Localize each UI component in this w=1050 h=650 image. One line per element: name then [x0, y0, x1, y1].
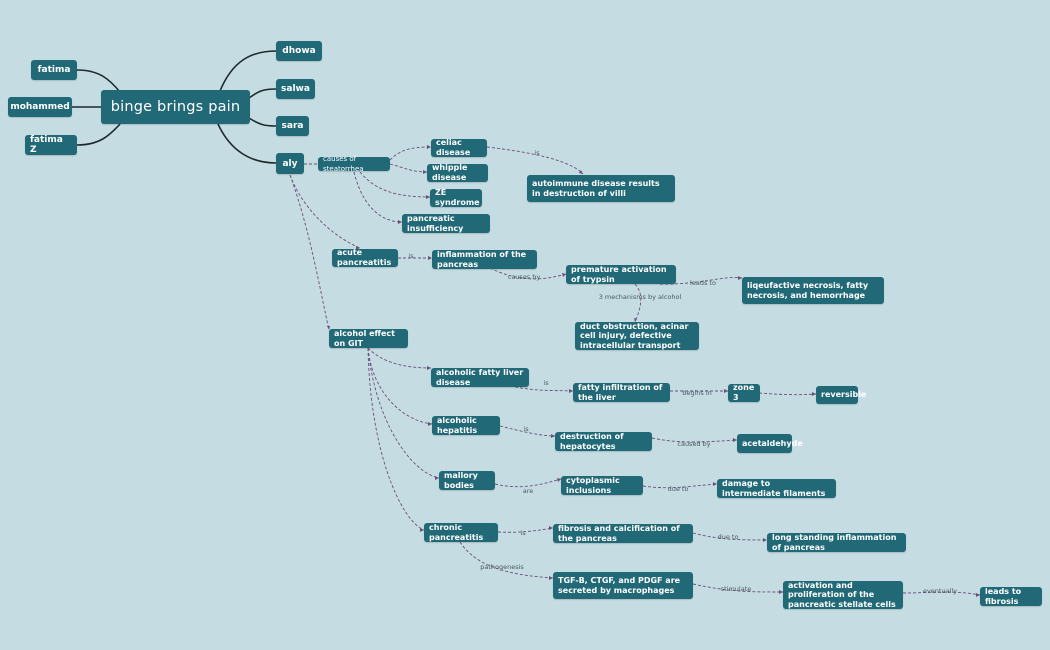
node-fatty-liver[interactable]: alcoholic fatty liver disease: [431, 368, 529, 387]
node-leads-to-fibrosis[interactable]: leads to fibrosis: [980, 587, 1042, 606]
edge-label-caused-by: caused by: [677, 440, 711, 448]
node-fatty-infiltration[interactable]: fatty infiltration of the liver: [573, 383, 670, 402]
node-damage-filaments[interactable]: damage to intermediate filaments: [717, 479, 836, 498]
node-necrosis[interactable]: liqeufactive necrosis, fatty necrosis, a…: [742, 277, 884, 304]
node-autoimmune[interactable]: autoimmune disease results in destructio…: [527, 175, 675, 202]
topic-sara[interactable]: sara: [276, 116, 309, 136]
edge-label-due-to: due to: [717, 533, 739, 541]
edge-label-is: is: [408, 252, 414, 260]
connector-salwa: [248, 88, 277, 99]
node-destruction-hepatocytes[interactable]: destruction of hepatocytes: [555, 432, 652, 451]
topic-dhowa[interactable]: dhowa: [276, 41, 322, 61]
topic-aly[interactable]: aly: [276, 153, 304, 174]
edge-label-begins-in: begins in: [682, 389, 712, 397]
node-long-standing-inflammation[interactable]: long standing inflammation of pancreas: [767, 533, 906, 552]
node-whipple-disease[interactable]: whipple disease: [427, 163, 488, 182]
topic-mohammed[interactable]: mohammed: [8, 97, 72, 117]
node-premature-activation[interactable]: premature activation of trypsin: [566, 265, 676, 284]
node-zone-3[interactable]: zone 3: [728, 383, 760, 402]
node-reversible[interactable]: reversible: [816, 386, 866, 404]
node-duct-obstruction[interactable]: duct obstruction, acinar cell injury, de…: [575, 322, 699, 350]
edge-label-is: is: [534, 149, 540, 157]
edge-label-due-to: due to: [667, 485, 689, 493]
node-alcoholic-hepatitis[interactable]: alcoholic hepatitis: [432, 416, 500, 435]
edge-label-are: are: [522, 487, 534, 495]
connector-dhowa: [219, 50, 277, 92]
topic-salwa[interactable]: salwa: [276, 79, 315, 99]
node-pancreatic-insufficiency[interactable]: pancreatic insufficiency: [402, 214, 490, 233]
node-acute-pancreatitis[interactable]: acute pancreatitis: [332, 248, 398, 267]
node-tgf-ctgf-pdgf[interactable]: TGF-B, CTGF, and PDGF are secreted by ma…: [553, 572, 693, 599]
edge-label-causes-by: causes by: [507, 273, 541, 281]
topic-fatima-z[interactable]: fatima Z: [25, 135, 77, 155]
node-inflammation-pancreas[interactable]: inflammation of the pancreas: [432, 250, 537, 269]
edge-label-mechanisms: 3 mechanisms by alcohol: [598, 293, 682, 301]
node-alcohol-effect[interactable]: alcohol effect on GIT: [329, 329, 408, 348]
connector-fatima-z: [76, 123, 121, 146]
node-cytoplasmic-inclusions[interactable]: cytoplasmic inclusions: [561, 476, 643, 495]
edge-label-is: is: [520, 529, 526, 537]
node-ze-syndrome[interactable]: ZE syndrome: [430, 188, 482, 207]
node-stellate-activation[interactable]: activation and proliferation of the panc…: [783, 581, 903, 609]
edge-label-pathogenesis: pathogenesis: [480, 563, 524, 571]
node-chronic-pancreatitis[interactable]: chronic pancreatitis: [424, 523, 498, 542]
edge-label-is: is: [543, 379, 549, 387]
edge-label-leads-to: leads to: [690, 279, 716, 287]
node-acetaldehyde[interactable]: acetaldehyde: [737, 434, 803, 453]
topic-fatima[interactable]: fatima: [31, 60, 77, 80]
connector-aly: [217, 123, 277, 164]
central-topic[interactable]: binge brings pain: [101, 90, 250, 124]
connector-sara: [248, 117, 277, 127]
node-mallory-bodies[interactable]: mallory bodies: [439, 471, 495, 490]
node-celiac-disease[interactable]: celiac disease: [431, 138, 487, 157]
connector-fatima: [76, 69, 121, 93]
node-fibrosis-calcification[interactable]: fibrosis and calcification of the pancre…: [553, 524, 693, 543]
edge-label-is: is: [523, 425, 529, 433]
edge-label-eventually: eventually: [922, 587, 958, 595]
node-causes-of-steatorrhea[interactable]: causes of steatorrhea: [318, 155, 390, 173]
edge-label-stimulate: stimulate: [720, 585, 752, 593]
